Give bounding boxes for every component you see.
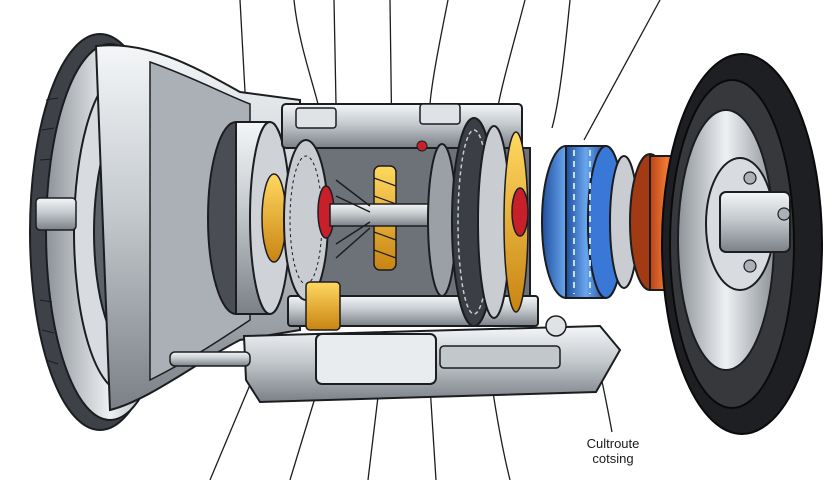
right-wheel <box>661 53 823 435</box>
callout-label: Cultroute cotsing <box>568 436 658 466</box>
leader-lines-top <box>239 0 661 151</box>
callout-label-line1: Cultroute <box>586 436 640 451</box>
oil-pan <box>169 281 622 404</box>
clutch-drum <box>207 121 291 315</box>
callout-label-line2: cotsing <box>592 451 634 466</box>
flywheel-teeth <box>39 97 59 365</box>
middle-gear-stack <box>416 117 529 327</box>
